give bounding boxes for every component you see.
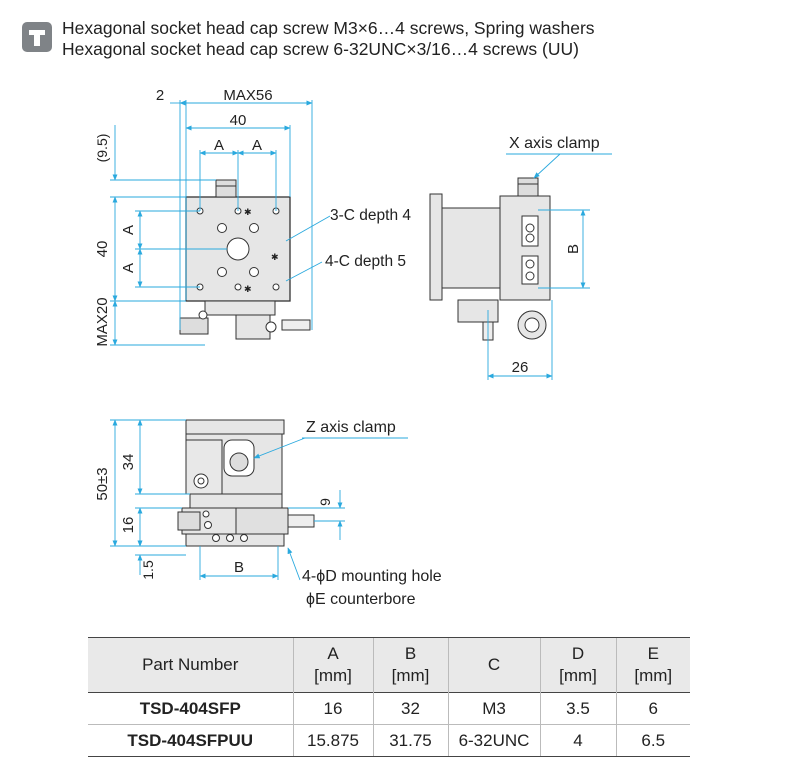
tap-hole xyxy=(272,283,280,291)
front-top-plate xyxy=(185,419,285,435)
svg-text:✱: ✱ xyxy=(271,252,279,262)
table-cell: 31.75 xyxy=(372,724,448,757)
dim-34: 34 xyxy=(120,454,137,471)
info-tab-icon xyxy=(22,22,52,52)
header-line-2: Hexagonal socket head cap screw 6-32UNC×… xyxy=(62,39,579,59)
dim-1-5: 1.5 xyxy=(140,560,156,580)
svg-text:✱: ✱ xyxy=(244,284,252,294)
label-4c: 4-C depth 5 xyxy=(325,253,406,270)
dim-b-front: B xyxy=(234,559,244,576)
front-x-body xyxy=(189,493,283,509)
screw-hole xyxy=(249,267,259,277)
screw-hole xyxy=(217,267,227,277)
dim-26: 26 xyxy=(512,359,529,376)
table-cell: 15.875 xyxy=(292,724,373,757)
col-header: D[mm] xyxy=(539,637,616,693)
dim-9-5: (9.5) xyxy=(94,134,110,163)
table-cell: 16 xyxy=(292,692,373,725)
dim-40-top: 40 xyxy=(230,112,247,129)
dim-a-right: A xyxy=(252,137,262,154)
col-header: B[mm] xyxy=(372,637,448,693)
table-cell: 3.5 xyxy=(539,692,616,725)
col-header: C xyxy=(447,637,540,693)
col-header: Part Number xyxy=(88,637,293,693)
front-view: Z axis clamp 34 50±3 16 9 1.5 B 4-ϕD mou… xyxy=(94,419,442,608)
part-number-cell: TSD-404SFP xyxy=(88,692,293,725)
screw-hole xyxy=(217,223,227,233)
spindle xyxy=(281,319,311,331)
clamp-screw xyxy=(198,310,208,320)
label-z-clamp: Z axis clamp xyxy=(306,419,396,436)
dim-b-side: B xyxy=(565,244,582,254)
side-view: X axis clamp B 26 xyxy=(429,135,612,380)
dim-9: 9 xyxy=(317,498,333,506)
side-clamp-knob xyxy=(517,177,539,197)
side-body xyxy=(441,207,501,289)
micrometer-thimble xyxy=(179,317,209,335)
center-hole xyxy=(226,237,250,261)
spec-table: Part Number A[mm] B[mm] C D[mm] E[mm] TS… xyxy=(88,637,690,757)
dim-2: 2 xyxy=(156,87,164,104)
dim-40-left: 40 xyxy=(94,241,111,258)
dim-max20: MAX20 xyxy=(94,297,111,346)
micrometer-barrel xyxy=(235,314,271,340)
technical-drawing: ✱ ✱ ✱ xyxy=(94,87,612,608)
col-header: E[mm] xyxy=(615,637,690,693)
part-number-cell: TSD-404SFPUU xyxy=(88,724,293,757)
table-cell: 6-32UNC xyxy=(447,724,540,757)
table-cell: 6 xyxy=(615,692,690,725)
clamp-screw xyxy=(265,321,277,333)
dim-a-upper: A xyxy=(120,225,137,235)
table-row: TSD-404SFP 16 32 M3 3.5 6 xyxy=(88,692,690,725)
dim-a-left: A xyxy=(214,137,224,154)
dim-max56: MAX56 xyxy=(223,87,272,104)
top-view: ✱ ✱ ✱ xyxy=(94,87,411,347)
header-line-1: Hexagonal socket head cap screw M3×6…4 s… xyxy=(62,18,595,38)
header: Hexagonal socket head cap screw M3×6…4 s… xyxy=(22,16,792,66)
label-3c: 3-C depth 4 xyxy=(330,207,411,224)
front-bottom xyxy=(185,533,285,547)
tap-hole xyxy=(234,283,242,291)
table-cell: 6.5 xyxy=(615,724,690,757)
col-header: A[mm] xyxy=(292,637,373,693)
table-cell: 4 xyxy=(539,724,616,757)
dim-50: 50±3 xyxy=(94,467,111,500)
label-x-clamp: X axis clamp xyxy=(509,135,600,152)
label-mount: 4-ϕD mounting hole xyxy=(302,568,442,585)
top-clamp-knob xyxy=(215,179,237,198)
table-cell: M3 xyxy=(447,692,540,725)
screw-hole xyxy=(249,223,259,233)
table-header-row: Part Number A[mm] B[mm] C D[mm] E[mm] xyxy=(88,637,690,693)
svg-text:✱: ✱ xyxy=(244,207,252,217)
table-cell: 32 xyxy=(372,692,448,725)
x-axis-body xyxy=(204,300,276,316)
table-row: TSD-404SFPUU 15.875 31.75 6-32UNC 4 6.5 xyxy=(88,724,690,757)
side-plate xyxy=(429,193,443,301)
dim-16: 16 xyxy=(120,517,137,534)
dim-a-lower: A xyxy=(120,263,137,273)
label-counterbore: ϕE counterbore xyxy=(306,591,416,608)
